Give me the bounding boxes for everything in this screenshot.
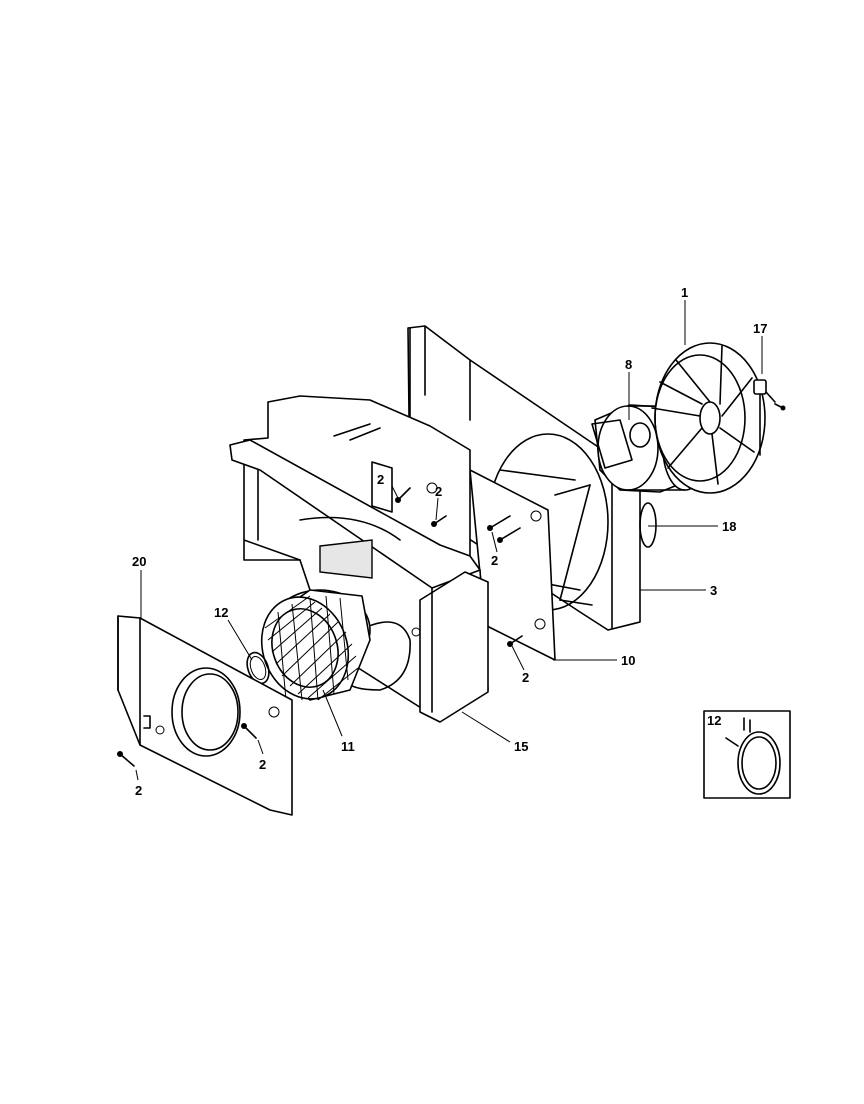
fan-blade-part-1 [651,342,766,494]
callout-18: 18 [722,519,736,534]
screw-4 [431,515,447,527]
scroll-housing-part-15 [229,395,489,723]
callout-10: 10 [621,653,635,668]
inset-callout-12: 12 [707,713,721,728]
screw-6 [497,527,521,543]
retaining-ring-part-12 [246,651,270,685]
callout-2-e: 2 [491,553,498,568]
callout-20: 20 [132,554,146,569]
callout-12: 12 [214,605,228,620]
ring-part-18 [639,502,657,548]
screw-3 [395,487,411,503]
callout-2-f: 2 [522,670,529,685]
callout-1: 1 [681,285,688,300]
inset-detail-box [703,710,791,799]
screw-2 [241,723,257,739]
front-plate-part-20 [117,615,293,816]
leader-lines [135,300,763,781]
callout-2-c: 2 [377,472,384,487]
callout-2-b: 2 [259,757,266,772]
callout-labels: 1 17 8 18 3 10 15 11 12 20 2 2 2 2 2 2 1… [132,285,767,798]
clip-part-17 [753,379,786,411]
callout-2-d: 2 [435,484,442,499]
callout-3: 3 [710,583,717,598]
screws-part-2 [117,487,523,767]
callout-8: 8 [625,357,632,372]
callout-11: 11 [341,739,355,754]
callout-15: 15 [514,739,528,754]
blower-wheel-part-11 [260,589,371,701]
callout-2-a: 2 [135,783,142,798]
screw-7 [507,635,523,647]
callout-17: 17 [753,321,767,336]
screw-1 [117,751,135,767]
screw-5 [487,515,511,531]
